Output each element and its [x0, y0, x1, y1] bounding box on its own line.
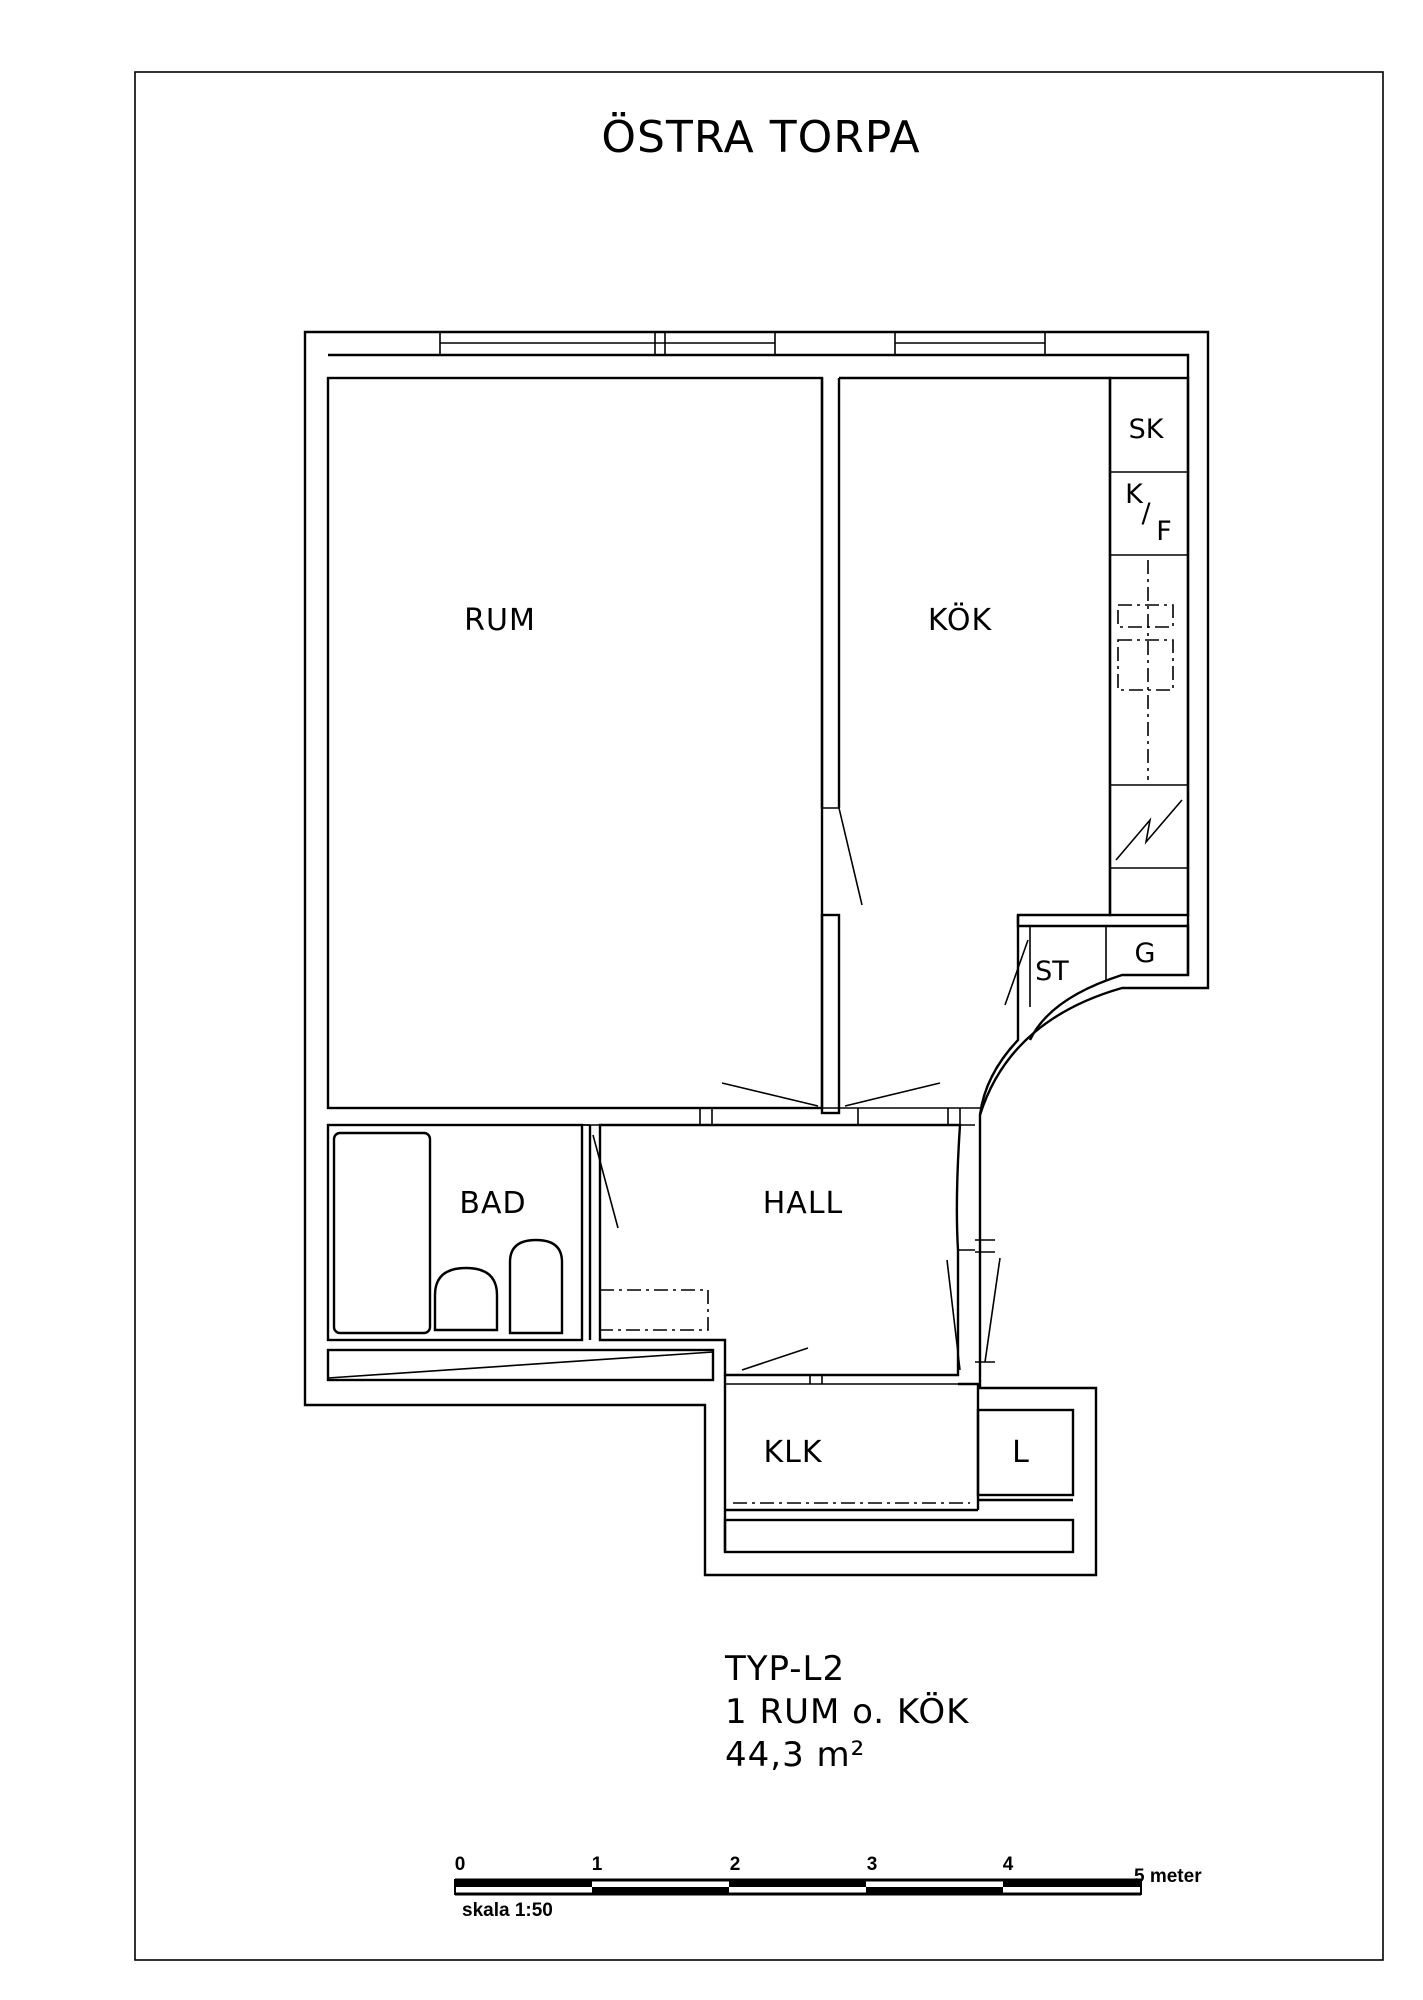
shelf-strip [326, 1348, 715, 1382]
door-leaf-kok-hall [844, 1082, 941, 1107]
scale-tick-4: 4 [1003, 1854, 1014, 1875]
label-sk: SK [1129, 414, 1165, 445]
sink-bad-icon [508, 1238, 564, 1335]
scale-caption: skala 1:50 [462, 1900, 553, 1921]
room-klk [723, 1374, 1075, 1554]
door-leaf-bad [592, 1134, 619, 1229]
label-kf-f: F [1156, 516, 1172, 547]
scale-bar: 0 1 2 3 4 5 meter skala 1:50 [454, 1854, 1202, 1921]
bathtub-icon [332, 1131, 432, 1335]
hall-wardrobe [599, 1289, 709, 1331]
window-kok [894, 331, 1046, 356]
storage-closets [1004, 915, 1190, 1041]
scale-tick-2: 2 [730, 1854, 741, 1875]
label-hall: HALL [763, 1186, 844, 1221]
window-rum [439, 331, 776, 356]
scale-tick-5: 5 meter [1134, 1866, 1202, 1887]
info-rooms: 1 RUM o. KÖK [725, 1691, 970, 1732]
kitchen-counter [1108, 376, 1190, 917]
label-kf-slash: / [1141, 498, 1151, 529]
page-border [134, 71, 1384, 1961]
outer-wall-exterior [303, 330, 1210, 1577]
room-bad [326, 1123, 584, 1342]
outer-wall-interior [328, 353, 1190, 975]
room-l [976, 1408, 1075, 1502]
plan-title: ÖSTRA TORPA [601, 111, 920, 163]
door-leaf-klk [741, 1347, 809, 1371]
room-rum [326, 376, 824, 1110]
door-leaf-kok [838, 807, 863, 906]
stove-icon [1117, 560, 1174, 780]
room-hall [598, 1123, 962, 1377]
sink-icon [1115, 799, 1183, 861]
info-type: TYP-L2 [724, 1649, 845, 1689]
door-leaf-rum [721, 1082, 819, 1107]
label-rum: RUM [464, 603, 536, 638]
entrance-door [946, 1239, 1001, 1371]
scale-tick-1: 1 [592, 1854, 603, 1875]
info-area: 44,3 m² [725, 1735, 865, 1775]
toilet-icon [433, 1266, 499, 1332]
label-klk: KLK [763, 1435, 822, 1470]
label-kf-k: K [1125, 479, 1144, 510]
scale-tick-3: 3 [867, 1854, 878, 1875]
partition-wall [820, 913, 841, 1115]
door-leaf-st [1004, 939, 1029, 1006]
label-bad: BAD [459, 1186, 526, 1221]
label-kok: KÖK [928, 602, 993, 638]
label-g: G [1135, 938, 1156, 969]
room-kok [839, 376, 1112, 1116]
scale-tick-0: 0 [455, 1854, 466, 1875]
label-l: L [1012, 1435, 1030, 1470]
label-st: ST [1035, 956, 1069, 987]
